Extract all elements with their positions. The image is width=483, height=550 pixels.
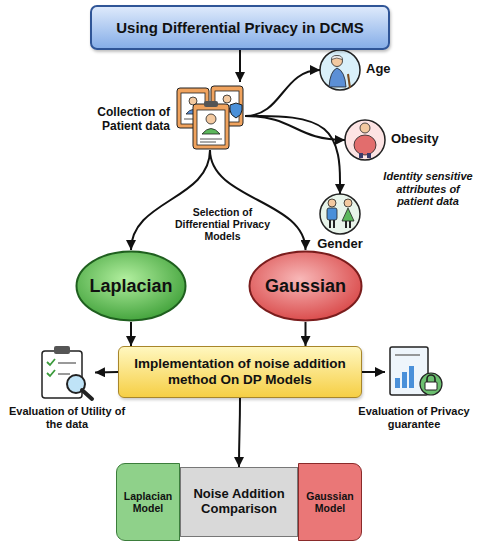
icon-circle (320, 194, 360, 234)
person-leg (329, 220, 331, 228)
paper (197, 110, 225, 145)
patient-records-icon (177, 86, 243, 149)
title-box: Using Differential Privacy in DCMS (90, 5, 390, 50)
flow-arrow (131, 150, 210, 250)
icon-label: Evaluation of Utility of the data (7, 405, 127, 430)
icon-label: Collection of Patient data (80, 106, 170, 134)
person-head (360, 123, 370, 133)
node-text: Laplacian Model (121, 490, 175, 514)
gender-icon (320, 194, 360, 234)
icon-label: Obesity (391, 132, 461, 147)
attribute-icon: Obesity (345, 120, 385, 160)
clip (54, 346, 70, 354)
person-body (202, 129, 220, 135)
chart-bar (402, 372, 407, 388)
attribute-icon: Age (320, 50, 360, 90)
hair (331, 56, 342, 60)
flow-arrow (239, 398, 240, 467)
magnifier-handle (82, 390, 92, 399)
person-head (344, 199, 352, 207)
icon-label: Evaluation of Privacy guarantee (358, 405, 470, 430)
evaluation-icon: Evaluation of Utility of the data (38, 345, 95, 400)
text-line (58, 373, 70, 375)
text-line (200, 139, 222, 140)
annotation-note: Identity sensitive attributes of patient… (378, 170, 478, 208)
node-text: Noise Addition Comparison (185, 487, 293, 517)
clipboard (193, 104, 229, 149)
icon-label: Gender (300, 237, 380, 252)
ellipse-shape (77, 252, 186, 321)
icon-circle (320, 50, 360, 90)
utility-evaluation-icon (42, 346, 92, 399)
shield-symbol (230, 103, 242, 118)
female-body (342, 208, 354, 221)
lock-badge (420, 373, 442, 395)
node-text: Laplacian (89, 276, 172, 297)
person-body (329, 68, 346, 87)
attribute-icon: Gender (320, 194, 360, 234)
person-leg (359, 153, 363, 158)
model-ellipse: Gaussian (248, 250, 363, 322)
person-head (328, 199, 336, 207)
age-icon (320, 50, 360, 90)
person-body (354, 135, 376, 155)
person-leg (367, 153, 371, 158)
process-box: Implementation of noise addition method … (118, 346, 362, 398)
flow-arrow (95, 371, 118, 374)
flow-arrow (245, 70, 320, 116)
person-leg (333, 220, 335, 228)
lock-body (425, 382, 437, 390)
node-text: Gaussian (265, 276, 346, 297)
check-mark (47, 370, 55, 376)
edge-group-label: Selection of Differential Privacy Models (170, 206, 275, 242)
comparison-box: Noise Addition Comparison (180, 467, 298, 537)
model-box: Laplacian Model (116, 463, 180, 541)
obesity-icon (345, 120, 385, 160)
text-line (58, 362, 76, 364)
person-head (332, 56, 343, 67)
evaluation-icon: Evaluation of Privacy guarantee (385, 343, 443, 401)
person-leg (345, 221, 347, 228)
male-body (327, 208, 337, 220)
chart-bar (395, 378, 400, 388)
check-mark (47, 359, 55, 365)
text-line (395, 354, 420, 356)
cane (348, 74, 350, 88)
privacy-evaluation-icon (390, 347, 442, 395)
person-leg (349, 221, 351, 228)
flow-arrow (305, 322, 307, 346)
text-line (200, 142, 216, 143)
icon-circle (345, 120, 385, 160)
node-text: Implementation of noise addition method … (123, 356, 357, 387)
person-head (206, 114, 216, 124)
node-text: Using Differential Privacy in DCMS (116, 19, 364, 36)
flow-arrow (362, 371, 385, 373)
flow-arrow (239, 50, 241, 82)
lock-shackle (427, 375, 435, 382)
icon-label: Age (366, 62, 406, 77)
chart-bar (409, 366, 414, 388)
node-text: Gaussian Model (303, 490, 357, 514)
model-box: Gaussian Model (298, 463, 362, 541)
flow-arrow (130, 322, 132, 346)
flow-arrow (245, 116, 340, 194)
person-head (223, 95, 231, 103)
ellipse-shape (250, 252, 362, 321)
records-icon: Collection of Patient data (175, 82, 245, 150)
model-ellipse: Laplacian (75, 250, 187, 322)
clip (204, 101, 218, 107)
